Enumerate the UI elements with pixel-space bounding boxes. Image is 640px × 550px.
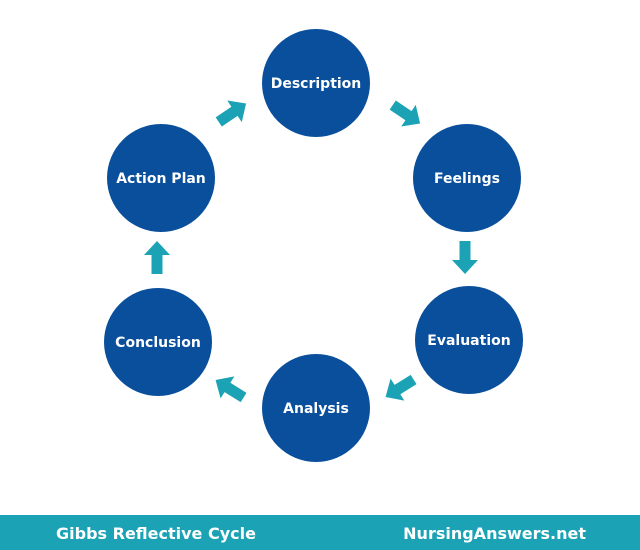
node-circle-conclusion [104, 288, 212, 396]
footer-bar: Gibbs Reflective Cycle NursingAnswers.ne… [0, 515, 640, 550]
footer-title: Gibbs Reflective Cycle [56, 524, 256, 543]
node-analysis: Analysis [262, 354, 370, 462]
node-circle-evaluation [415, 286, 523, 394]
arrow-icon-evaluation-to-analysis [385, 374, 417, 401]
node-label-description: Description [271, 76, 362, 92]
node-label-action-plan: Action Plan [116, 171, 206, 187]
footer-site: NursingAnswers.net [403, 524, 586, 543]
node-circle-description [262, 29, 370, 137]
node-description: Description [262, 29, 370, 137]
node-label-conclusion: Conclusion [115, 335, 201, 351]
node-label-evaluation: Evaluation [427, 333, 510, 349]
node-conclusion: Conclusion [104, 288, 212, 396]
arrow-icon-action-plan-to-description [215, 100, 247, 127]
node-evaluation: Evaluation [415, 286, 523, 394]
arrow-icon-analysis-to-conclusion [215, 376, 247, 403]
arrow-icon-description-to-feelings [389, 100, 421, 127]
cycle-arrows [144, 100, 478, 403]
node-label-analysis: Analysis [283, 401, 349, 417]
node-action-plan: Action Plan [107, 124, 215, 232]
arrow-icon-feelings-to-evaluation [452, 241, 478, 274]
node-circle-action-plan [107, 124, 215, 232]
arrow-icon-conclusion-to-action-plan [144, 241, 170, 274]
node-circle-feelings [413, 124, 521, 232]
node-feelings: Feelings [413, 124, 521, 232]
node-circle-analysis [262, 354, 370, 462]
node-label-feelings: Feelings [434, 171, 500, 187]
